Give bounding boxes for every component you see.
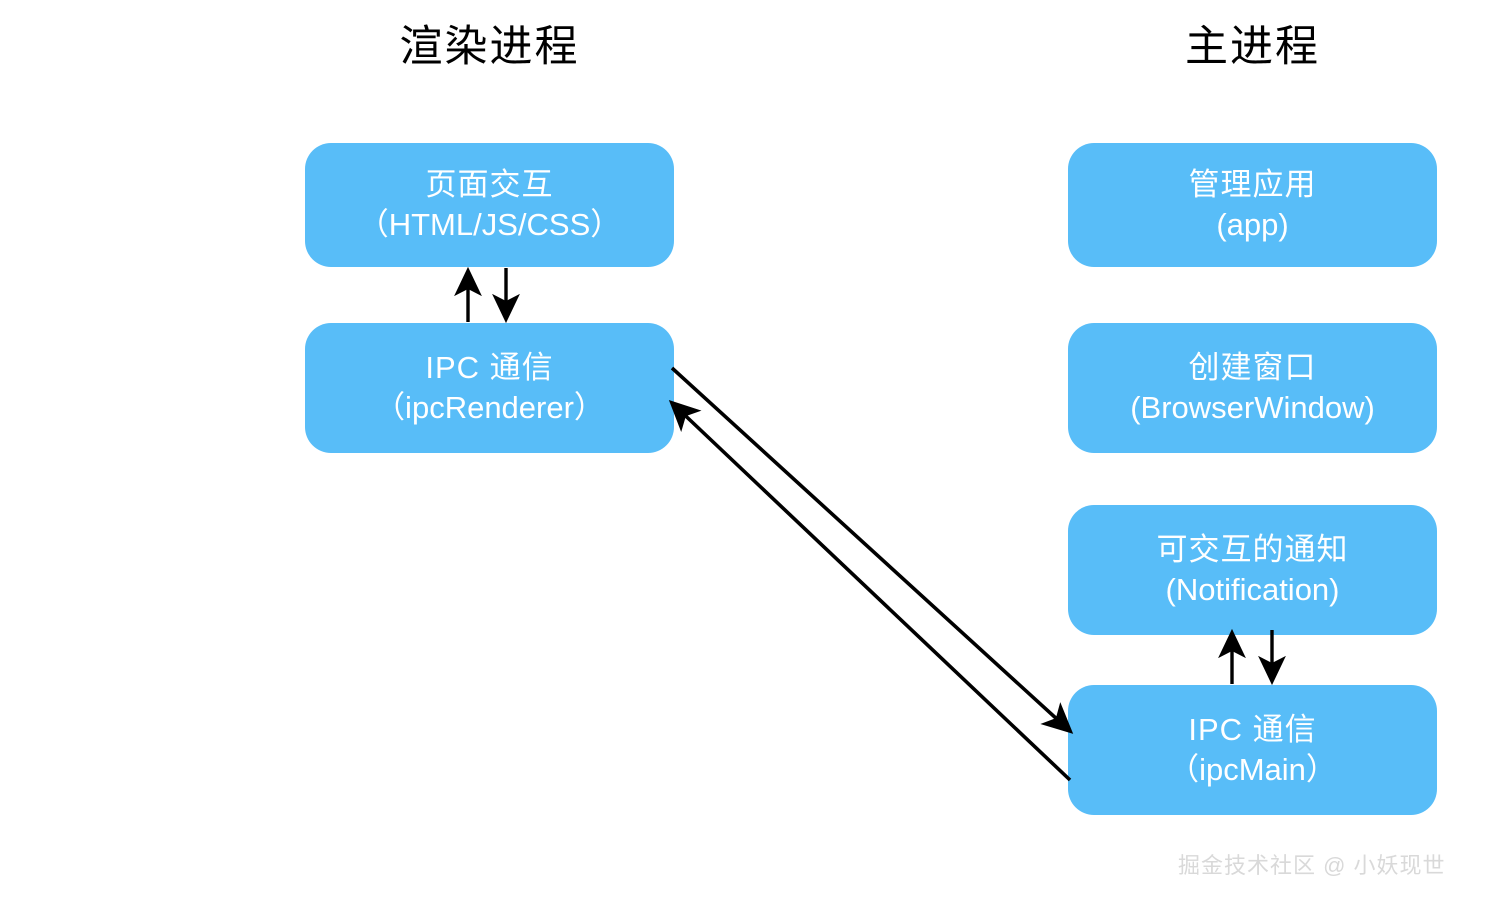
node-browser-window-line2: (BrowserWindow)	[1130, 390, 1375, 425]
node-app-line2: (app)	[1216, 207, 1289, 242]
column-title-main: 主进程	[1185, 23, 1320, 71]
node-ipc-renderer[interactable]: IPC 通信 （ipcRenderer）	[305, 323, 674, 453]
watermark: 掘金技术社区 @ 小妖现世	[1178, 853, 1446, 878]
node-notification[interactable]: 可交互的通知 (Notification)	[1068, 505, 1437, 635]
column-title-renderer: 渲染进程	[399, 23, 580, 71]
edge-ipc-renderer-to-ipc-main	[670, 366, 1074, 734]
node-app-line1: 管理应用	[1188, 167, 1317, 203]
node-ipc-renderer-line1: IPC 通信	[425, 350, 554, 386]
node-ipc-main[interactable]: IPC 通信 （ipcMain）	[1068, 685, 1437, 815]
edge-ipc-main-to-ipc-renderer	[668, 400, 1072, 782]
node-page-interaction-line1: 页面交互	[425, 167, 554, 203]
node-ipc-main-line1: IPC 通信	[1188, 712, 1317, 748]
node-app[interactable]: 管理应用 (app)	[1068, 143, 1437, 267]
node-browser-window[interactable]: 创建窗口 (BrowserWindow)	[1068, 323, 1437, 453]
node-notification-line1: 可交互的通知	[1156, 532, 1349, 568]
node-page-interaction-line2: （HTML/JS/CSS）	[357, 207, 622, 242]
node-page-interaction[interactable]: 页面交互 （HTML/JS/CSS）	[305, 143, 674, 267]
node-browser-window-line1: 创建窗口	[1188, 350, 1317, 386]
node-ipc-main-line2: （ipcMain）	[1168, 752, 1337, 787]
node-notification-line2: (Notification)	[1165, 572, 1340, 607]
node-ipc-renderer-line2: （ipcRenderer）	[374, 390, 605, 425]
